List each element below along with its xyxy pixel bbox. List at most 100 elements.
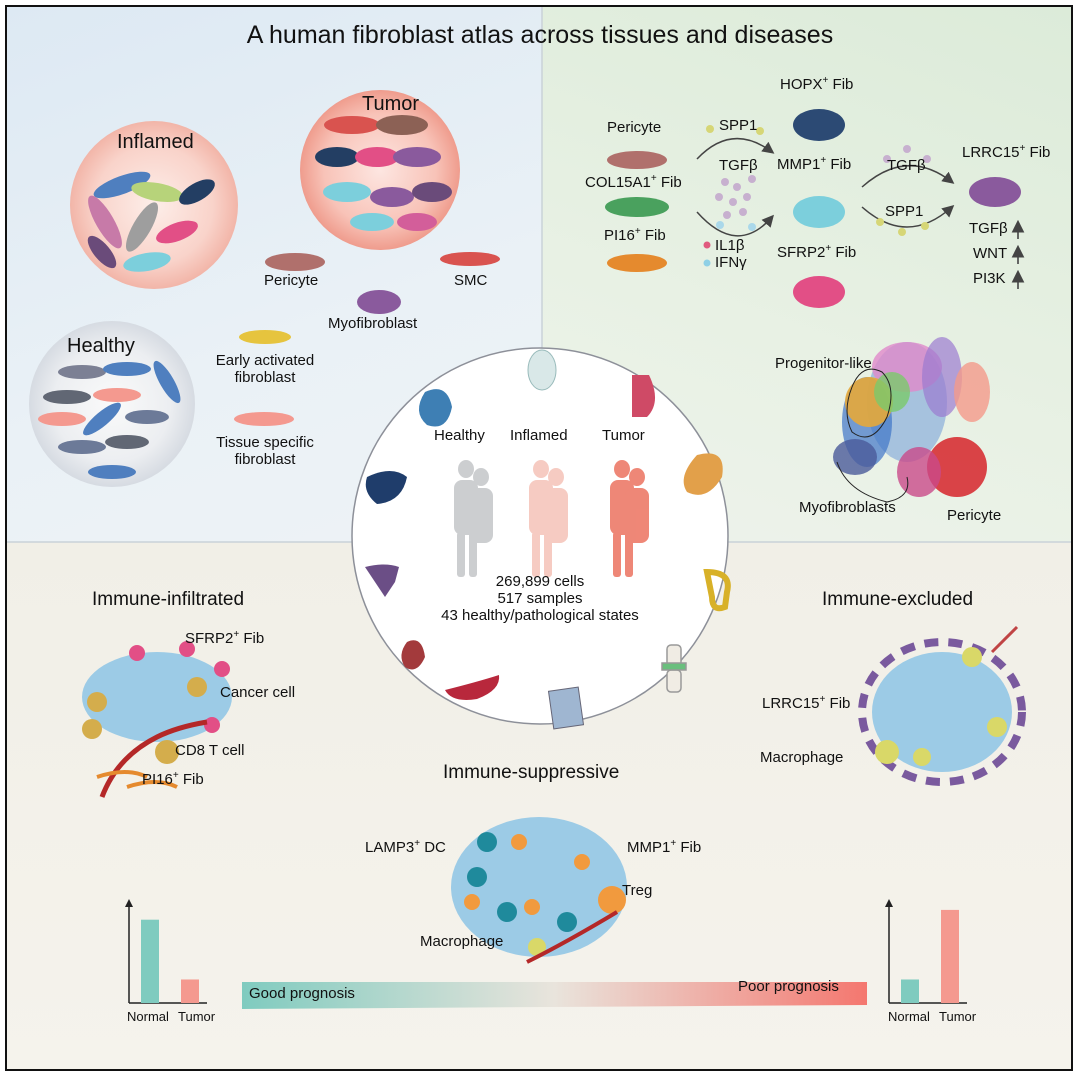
chart-left-cat-tumor: Tumor bbox=[178, 1009, 216, 1024]
label-pi16-fib: PI16+ Fib bbox=[142, 770, 204, 788]
label-macrophage-excluded: Macrophage bbox=[760, 749, 844, 766]
immune-suppressive-cluster bbox=[451, 817, 627, 964]
smc-cell bbox=[440, 252, 500, 266]
label-pathway-pi3k: PI3K bbox=[973, 270, 1006, 287]
inflamed-sphere bbox=[70, 121, 238, 289]
tumor-silhouettes bbox=[610, 460, 649, 577]
bar-normal bbox=[901, 979, 919, 1003]
label-cancer-cell: Cancer cell bbox=[220, 684, 296, 701]
lung-icon bbox=[418, 389, 452, 427]
label-immune-infiltrated: Immune-infiltrated bbox=[92, 589, 245, 610]
label-progenitor: Progenitor-like bbox=[775, 355, 872, 372]
colon-icon bbox=[703, 568, 731, 612]
arrow-spp1 bbox=[861, 205, 955, 228]
label-mmp1-fib: MMP1+ Fib bbox=[627, 838, 702, 856]
label-sfrp2: SFRP2+ Fib bbox=[777, 243, 857, 261]
label-myofibroblasts: Myofibroblasts bbox=[799, 499, 896, 516]
label-pathway-tgfb: TGFβ bbox=[969, 220, 1008, 237]
pancreas-icon bbox=[445, 675, 500, 700]
breast-icon bbox=[632, 375, 656, 417]
label-ifng: IFNγ bbox=[715, 254, 747, 271]
myofibroblast-cell bbox=[357, 290, 401, 314]
pericyte-cell bbox=[265, 253, 325, 271]
bar-chart-left bbox=[125, 899, 207, 1004]
label-treg: Treg bbox=[622, 882, 653, 899]
healthy-silhouettes bbox=[454, 460, 493, 577]
tissue-specific-cell bbox=[234, 412, 294, 426]
label-poor-prognosis: Poor prognosis bbox=[738, 978, 839, 995]
label-myofibroblast: Myofibroblast bbox=[328, 315, 418, 332]
label-tr-pericyte: Pericyte bbox=[607, 119, 662, 136]
tr-pi16-cell bbox=[607, 254, 667, 272]
liver-icon bbox=[365, 471, 407, 504]
center-label-inflamed: Inflamed bbox=[510, 427, 568, 444]
kidney-icon bbox=[401, 640, 425, 670]
label-smc: SMC bbox=[454, 272, 488, 289]
label-immune-excluded: Immune-excluded bbox=[822, 589, 974, 610]
tumor-sphere bbox=[300, 90, 460, 250]
arrow-tgfb bbox=[861, 164, 955, 188]
label-cd8: CD8 T cell bbox=[175, 742, 245, 759]
label-tgfb-right: TGFβ bbox=[887, 157, 926, 174]
sfrp2-cell bbox=[793, 276, 845, 308]
chart-axis-arrow bbox=[125, 899, 133, 907]
tissue-slide-icon bbox=[547, 686, 585, 730]
uterus-icon bbox=[365, 564, 399, 597]
prognosis-gradient bbox=[242, 982, 867, 1009]
chart-left-cat-normal: Normal bbox=[127, 1009, 169, 1024]
umap-plot bbox=[833, 337, 990, 503]
chart-axis-arrow bbox=[885, 899, 893, 907]
page-title: A human fibroblast atlas across tissues … bbox=[246, 21, 834, 49]
label-spp1-right: SPP1 bbox=[885, 203, 924, 220]
label-inflamed: Inflamed bbox=[117, 131, 194, 153]
label-lrrc15-fib: LRRC15+ Fib bbox=[762, 694, 851, 712]
arrow-top bbox=[696, 137, 775, 160]
center-label-healthy: Healthy bbox=[434, 427, 485, 444]
bar-tumor bbox=[941, 909, 959, 1003]
bar-normal bbox=[141, 919, 159, 1003]
label-mmp1: MMP1+ Fib bbox=[777, 155, 852, 173]
label-umap-pericyte: Pericyte bbox=[947, 507, 1002, 524]
label-tumor: Tumor bbox=[362, 93, 420, 115]
label-tgfb: TGFβ bbox=[719, 157, 758, 174]
label-il1b: IL1β bbox=[715, 237, 745, 254]
label-spp1: SPP1 bbox=[719, 117, 758, 134]
immune-infiltrated-cluster bbox=[82, 641, 232, 798]
tr-pericyte-cell bbox=[607, 151, 667, 169]
label-pericyte: Pericyte bbox=[264, 272, 319, 289]
label-immune-suppressive: Immune-suppressive bbox=[443, 762, 620, 783]
stomach-icon bbox=[683, 453, 723, 495]
label-sfrp2-fib: SFRP2+ Fib bbox=[185, 629, 265, 647]
healthy-sphere bbox=[29, 321, 195, 487]
label-good-prognosis: Good prognosis bbox=[249, 985, 355, 1002]
label-lrrc15: LRRC15+ Fib bbox=[962, 143, 1051, 161]
label-hopx: HOPX+ Fib bbox=[780, 75, 854, 93]
mmp1-cell bbox=[793, 196, 845, 228]
inflamed-silhouettes bbox=[529, 460, 568, 577]
label-macrophage-suppressive: Macrophage bbox=[420, 933, 504, 950]
head-neck-icon bbox=[527, 349, 557, 391]
bar-chart-right bbox=[885, 899, 967, 1004]
early-activated-cell bbox=[239, 330, 291, 344]
arrow-bottom bbox=[696, 211, 774, 237]
chart-right-cat-tumor: Tumor bbox=[939, 1009, 977, 1024]
label-pathway-wnt: WNT bbox=[973, 245, 1008, 262]
label-pi16: PI16+ Fib bbox=[604, 226, 666, 244]
lrrc15-cell bbox=[969, 177, 1021, 207]
bar-tumor bbox=[181, 979, 199, 1003]
hopx-cell bbox=[793, 109, 845, 141]
immune-excluded-cluster bbox=[858, 625, 1026, 786]
label-lamp3-dc: LAMP3+ DC bbox=[365, 838, 446, 856]
figure-graphics bbox=[7, 7, 1071, 1009]
chart-right-cat-normal: Normal bbox=[888, 1009, 930, 1024]
center-label-tumor: Tumor bbox=[602, 427, 645, 444]
figure-frame: A human fibroblast atlas across tissues … bbox=[5, 5, 1073, 1071]
tr-col15a1-cell bbox=[605, 197, 669, 217]
label-healthy: Healthy bbox=[67, 335, 135, 357]
cytokine-dots bbox=[715, 175, 756, 219]
label-col15a1: COL15A1+ Fib bbox=[585, 173, 682, 191]
knee-joint-icon bbox=[661, 644, 687, 693]
